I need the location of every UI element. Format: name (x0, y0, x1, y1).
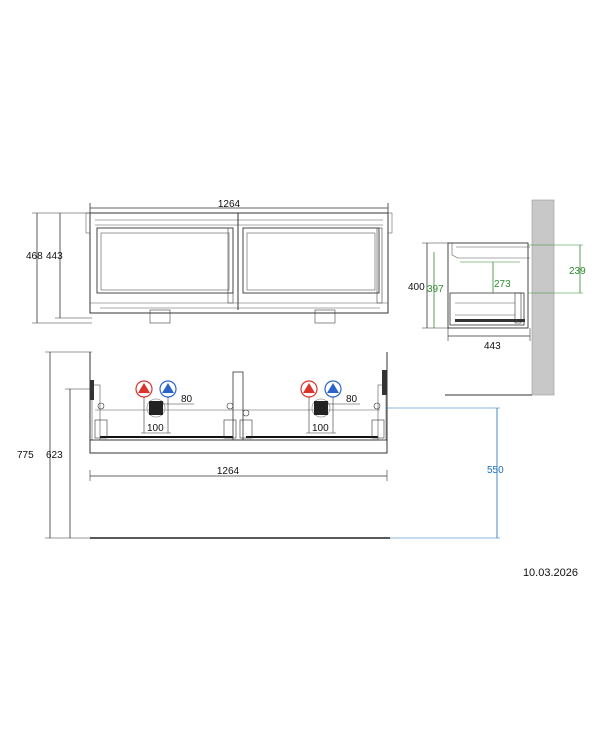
left-spacing-label: 100 (147, 423, 164, 434)
cold-water-icon (159, 380, 177, 398)
drain-icon (311, 398, 331, 418)
right-offset-label: 80 (346, 394, 358, 405)
side-view: 400 397 273 239 443 (408, 199, 586, 396)
front-total-height-label: 775 (17, 450, 34, 461)
side-inner-height-label: 397 (427, 284, 444, 295)
left-plumbing: 80 100 (135, 380, 194, 434)
top-view: 1264 468 443 (26, 199, 393, 324)
side-drawer-label: 273 (494, 279, 511, 290)
hot-water-icon (135, 380, 153, 398)
left-offset-label: 80 (181, 394, 193, 405)
side-height-label: 400 (408, 282, 425, 293)
top-height-outer-label: 468 (26, 251, 43, 262)
wall (531, 199, 555, 396)
side-depth-label: 443 (484, 341, 501, 352)
side-depth-top-label: 239 (569, 266, 586, 277)
hot-water-icon (300, 380, 318, 398)
right-spacing-label: 100 (312, 423, 329, 434)
date-label: 10.03.2026 (522, 567, 578, 579)
floor-height-label: 550 (487, 465, 504, 476)
top-width-label: 1264 (218, 199, 241, 210)
front-view: 775 623 (17, 351, 504, 539)
right-plumbing: 80 100 (300, 380, 360, 434)
top-height-inner-label: 443 (46, 251, 63, 262)
front-height-label: 623 (46, 450, 63, 461)
cold-water-icon (324, 380, 342, 398)
front-width-label: 1264 (217, 466, 240, 477)
drain-icon (146, 398, 166, 418)
